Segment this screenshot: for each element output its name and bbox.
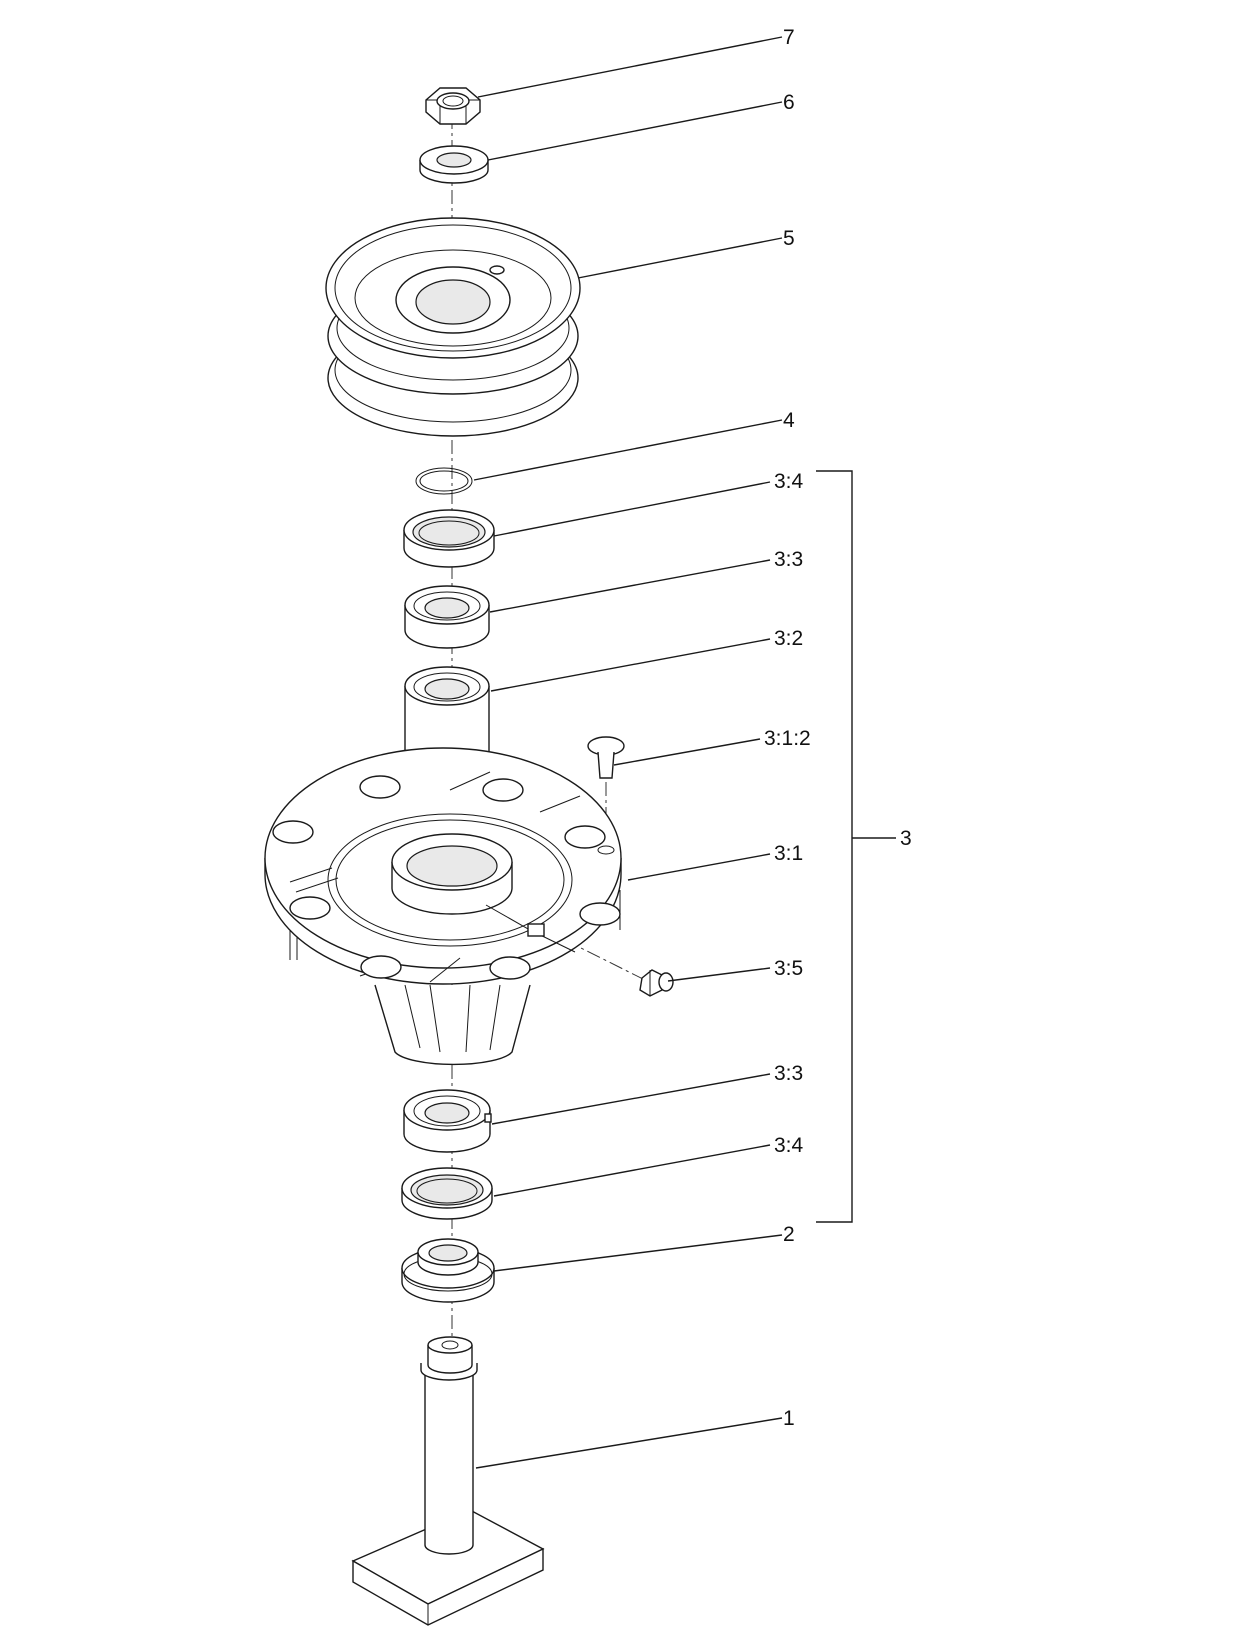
part-3-3-upper-bearing (404, 585, 490, 649)
callout-1: 1 (783, 1407, 795, 1430)
callout-2: 2 (783, 1223, 795, 1246)
callout-3-3-upper: 3:3 (774, 548, 803, 571)
callout-6: 6 (783, 91, 795, 114)
part-3-1-2-rivet (587, 736, 625, 779)
part-3-3-lower-bearing (403, 1089, 492, 1153)
part-1-spindle-shaft (351, 1336, 545, 1626)
part-7-hex-nut (425, 87, 481, 125)
part-4-snap-ring (415, 467, 473, 495)
part-3-1-housing (264, 747, 622, 1066)
callout-3-1-2: 3:1:2 (764, 727, 811, 750)
callout-3-4-lower: 3:4 (774, 1134, 804, 1157)
part-3-4-lower-seal (401, 1167, 493, 1220)
part-3-4-upper-seal (403, 509, 495, 568)
part-3-5-grease-fitting (639, 969, 674, 997)
callout-4: 4 (783, 409, 795, 432)
callout-5: 5 (783, 227, 795, 250)
part-6-washer (419, 145, 489, 184)
callout-3-5: 3:5 (774, 957, 803, 980)
callout-3-3-lower: 3:3 (774, 1062, 803, 1085)
callout-3-4-upper: 3:4 (774, 470, 804, 493)
callout-3-1: 3:1 (774, 842, 803, 865)
callout-labels: 7 6 5 4 3:4 3:3 3:2 3:1:2 3:1 3:5 3:3 3:… (764, 26, 912, 1430)
leader-lines (473, 36, 896, 1469)
part-5-pulley (325, 217, 581, 437)
callout-3-2: 3:2 (774, 627, 803, 650)
part-2-bottom-seal (401, 1238, 495, 1303)
callout-7: 7 (783, 26, 795, 49)
callout-3-assembly: 3 (900, 827, 912, 850)
